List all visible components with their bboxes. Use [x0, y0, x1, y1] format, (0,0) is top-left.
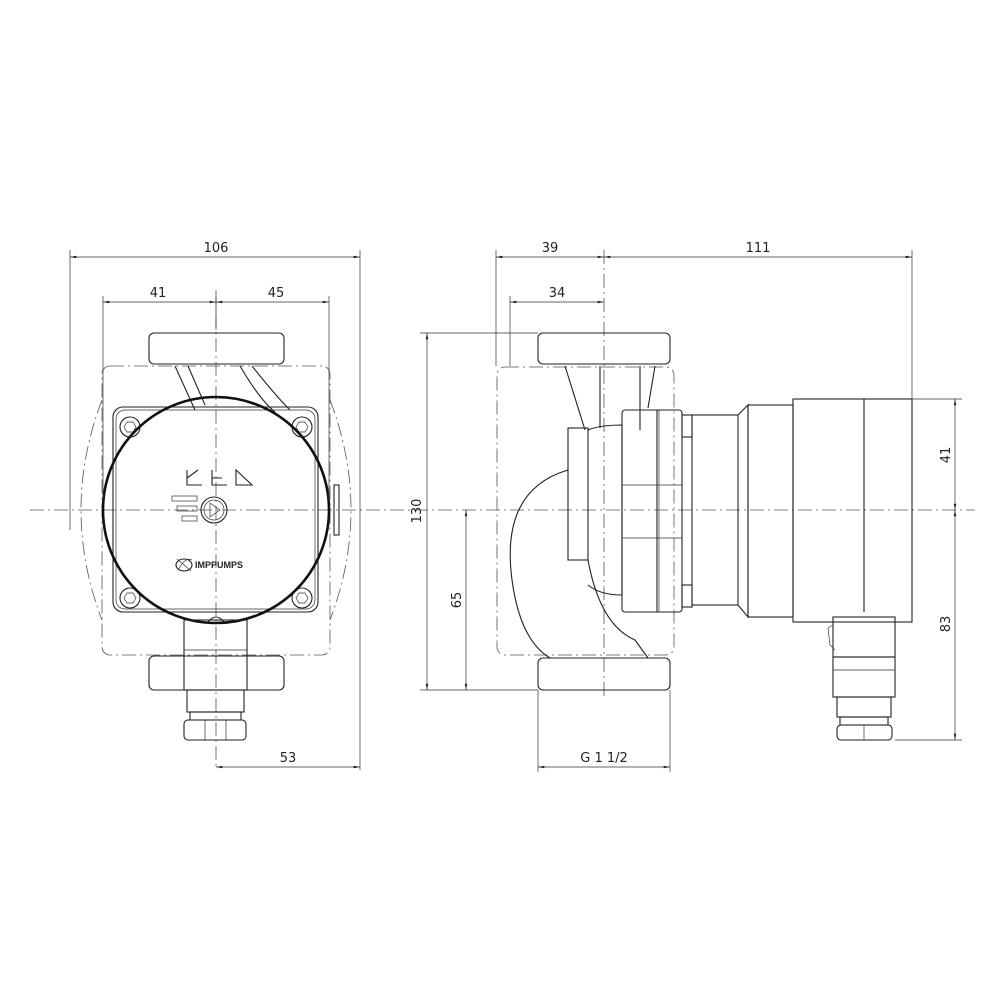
speed-bars-icon — [171, 495, 198, 522]
dim-label: 83 — [939, 616, 954, 633]
brand-logo: IMPPUMPS — [175, 558, 243, 572]
dim-label: 130 — [410, 499, 425, 524]
dim-label: G 1 1/2 — [580, 751, 628, 766]
motor-flange — [621, 409, 683, 613]
top-flange — [148, 332, 285, 365]
svg-text:IMPPUMPS: IMPPUMPS — [195, 560, 243, 570]
dim-label: 39 — [542, 241, 559, 256]
mounting-plate — [112, 406, 319, 613]
motor-cover — [101, 395, 331, 625]
terminal-box-side — [832, 616, 896, 658]
mode-icons — [186, 468, 254, 486]
extension-lines — [69, 250, 962, 772]
side-view — [496, 332, 913, 741]
dim-label: 53 — [280, 751, 297, 766]
dim-label: 41 — [150, 286, 167, 301]
top-flange-side — [537, 332, 671, 365]
dim-label: 111 — [746, 241, 771, 256]
dim-label: 106 — [204, 241, 229, 256]
cable-gland-side — [836, 724, 893, 741]
dim-label: 45 — [268, 286, 285, 301]
cable-gland — [183, 719, 247, 741]
side-tab — [333, 484, 340, 536]
bottom-flange-side — [537, 657, 671, 691]
dim-label: 41 — [939, 447, 954, 464]
dim-label: 65 — [450, 592, 465, 609]
dim-label: 34 — [549, 286, 566, 301]
pump-housing-lug — [567, 427, 589, 561]
play-button-icon — [200, 496, 228, 524]
bottom-flange — [148, 655, 285, 691]
centerlines — [30, 250, 975, 770]
dimension-labels: 106 41 45 53 39 111 34 G 1 1/2 130 65 41… — [150, 241, 954, 766]
motor-neck — [691, 414, 739, 606]
motor-body — [792, 398, 913, 623]
front-view: IMPPUMPS — [80, 332, 352, 741]
dimension-lines — [70, 255, 957, 769]
